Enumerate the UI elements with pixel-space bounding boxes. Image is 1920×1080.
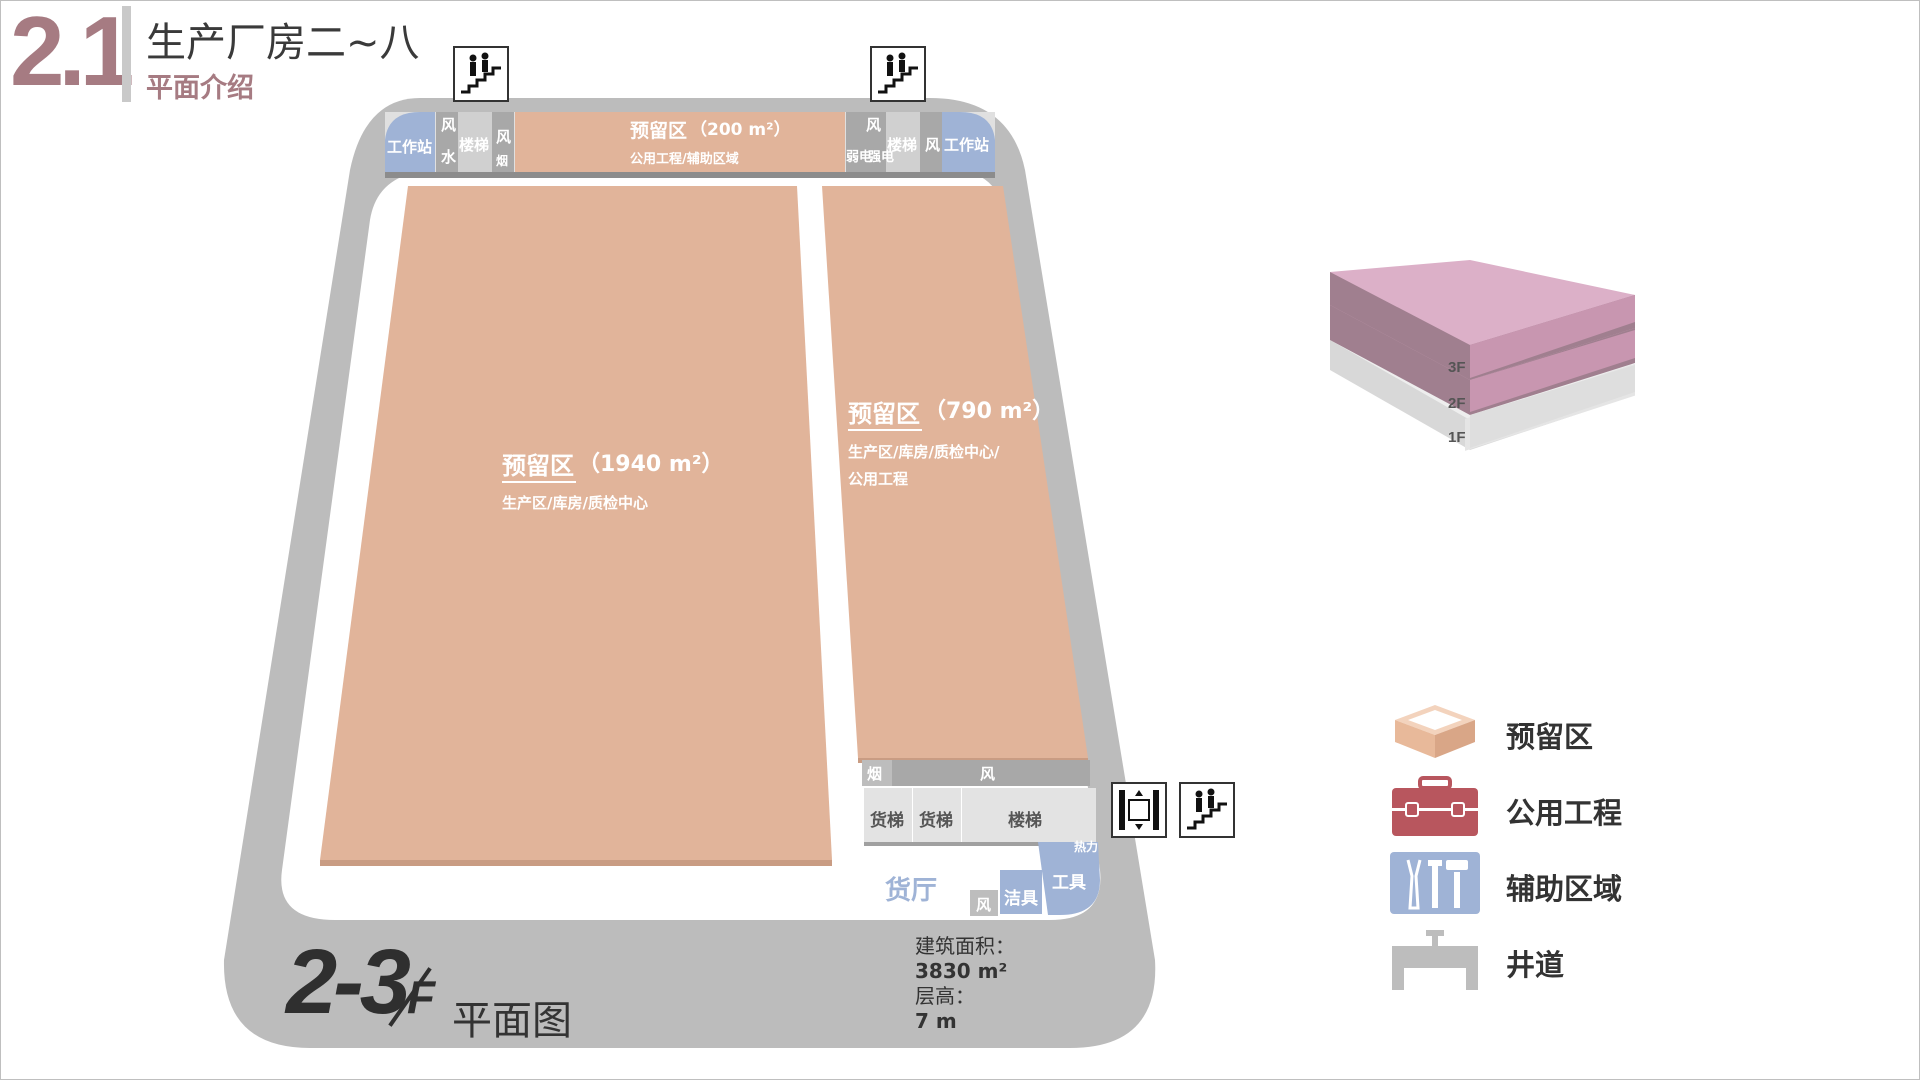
freight-elevator-2-label: 货梯 — [919, 811, 953, 831]
top-left-wind-shaft — [436, 112, 458, 176]
floor-1f-front — [1470, 365, 1635, 448]
top-zone-use: 公用工程/辅助区域 — [630, 152, 739, 167]
tools-label: 工具 — [1052, 873, 1086, 893]
big-reserved-zone-edge — [320, 860, 832, 866]
right-zone-area: （790 m²） — [924, 399, 1055, 424]
top-right-stair-label: 楼梯 — [887, 136, 918, 154]
floor-1f-label: 1F — [1448, 429, 1466, 446]
top-right-elec — [846, 112, 886, 176]
big-reserved-zone — [320, 186, 832, 860]
stair-sign-top-left — [453, 46, 509, 102]
bottom-wind-shaft — [892, 760, 1090, 786]
freight-elevator-1-label: 货梯 — [870, 811, 904, 831]
stair-sign-top-right — [870, 46, 926, 102]
right-zone-use-line1: 生产区/库房/质检中心/ — [848, 443, 1000, 461]
top-right-wind2-label: 风 — [925, 136, 941, 154]
section-divider — [122, 6, 131, 102]
area-label: 建筑面积： — [915, 934, 1015, 958]
floor-plan-word: 平面图 — [452, 998, 572, 1044]
right-zone-name: 预留区 — [848, 400, 920, 428]
legend-item-shaft: 井道 — [1390, 928, 1810, 998]
top-left-stair — [458, 112, 492, 176]
stairs-icon — [461, 52, 501, 94]
freight-elevator-1 — [864, 788, 912, 844]
legend-item-utility: 公用工程 — [1390, 776, 1810, 846]
area-value: 3830 m² — [915, 959, 1008, 983]
right-zone-use-line2: 公用工程 — [848, 470, 909, 488]
top-reserved-zone — [515, 112, 845, 176]
floor-stack-diagram: 3F 2F 1F — [1330, 260, 1635, 451]
floor-3f-front — [1470, 295, 1635, 378]
bottom-wind-small — [970, 890, 998, 916]
freight-elevator-2 — [913, 788, 961, 844]
top-left-wind2-label: 风 — [496, 128, 512, 146]
bottom-smoke-label: 烟 — [867, 765, 883, 783]
stairs-icon — [1187, 788, 1227, 830]
top-zone-name: 预留区 — [630, 120, 688, 142]
cleaning-room — [1000, 870, 1042, 914]
right-reserved-zone — [822, 186, 1088, 758]
big-zone-name: 预留区 — [502, 452, 574, 480]
legend-label-shaft: 井道 — [1506, 948, 1565, 982]
stairs-icon — [878, 52, 918, 94]
top-zone-area: （200 m²） — [690, 120, 791, 140]
big-zone-area: （1940 m²） — [578, 452, 724, 477]
top-left-water-label: 水 — [441, 148, 457, 166]
legend-label-utility: 公用工程 — [1506, 796, 1623, 830]
top-left-smoke-label: 烟 — [496, 154, 509, 168]
cleaning-label: 洁具 — [1004, 889, 1038, 909]
building-stats: 建筑面积： 3830 m² 层高： 7 m — [915, 934, 1015, 1034]
top-right-stair — [886, 112, 920, 176]
bottom-stair-label: 楼梯 — [1008, 811, 1042, 831]
stair-sign-bottom — [1179, 782, 1235, 838]
legend-label-auxiliary: 辅助区域 — [1506, 872, 1623, 906]
floor-2f-front — [1470, 330, 1635, 412]
heat-label: 热力 — [1074, 840, 1099, 854]
top-left-workstation-label: 工作站 — [387, 138, 433, 156]
bottom-wind-label: 风 — [980, 765, 996, 783]
cargo-hall-label: 货厅 — [885, 876, 938, 906]
tools-icon — [1390, 852, 1480, 914]
floor-3f-top — [1330, 260, 1635, 345]
legend-item-auxiliary: 辅助区域 — [1390, 852, 1810, 922]
top-right-wind-label: 风 — [866, 116, 882, 134]
legend-label-reserved: 预留区 — [1506, 720, 1594, 754]
big-zone-underline — [502, 481, 576, 483]
height-label: 层高： — [915, 984, 975, 1008]
top-left-workstation — [385, 112, 435, 176]
floor-level-label: 2-3F — [286, 930, 435, 1035]
top-left-wind-label: 风 — [441, 116, 457, 134]
floor-2f-label: 2F — [1448, 395, 1466, 412]
bottom-wind2-label: 风 — [976, 896, 992, 914]
top-left-stair-label: 楼梯 — [459, 136, 490, 154]
top-left-smoke-shaft — [492, 112, 514, 176]
elevator-icon — [1119, 790, 1159, 830]
bottom-stair — [962, 788, 1096, 844]
reserved-box-icon — [1395, 705, 1475, 758]
page-subtitle: 平面介绍 — [146, 73, 254, 104]
big-zone-use: 生产区/库房/质检中心 — [502, 494, 648, 512]
elevator-sign — [1111, 782, 1167, 838]
height-value: 7 m — [915, 1009, 957, 1033]
top-right-strong-elec-label: 强电 — [868, 150, 895, 165]
section-number: 2.1 — [10, 0, 134, 106]
floor-level-number: 2-3 — [286, 931, 411, 1033]
page-title: 生产厂房二~八 — [146, 20, 420, 66]
top-right-wind — [920, 112, 942, 176]
top-strip-shadow — [385, 172, 995, 178]
top-right-workstation-label: 工作站 — [944, 136, 990, 154]
floor-3f-label: 3F — [1448, 359, 1466, 376]
toolbox-icon — [1392, 776, 1478, 836]
legend-item-reserved: 预留区 — [1390, 700, 1810, 770]
tools-room — [1038, 842, 1100, 915]
top-right-weak-elec-label: 弱电 — [846, 150, 873, 165]
right-zone-underline — [848, 429, 922, 431]
bottom-rooms-shadow — [864, 842, 1096, 846]
top-right-workstation — [942, 112, 995, 176]
pipe-icon — [1392, 930, 1478, 990]
bottom-smoke-shaft — [862, 760, 892, 786]
